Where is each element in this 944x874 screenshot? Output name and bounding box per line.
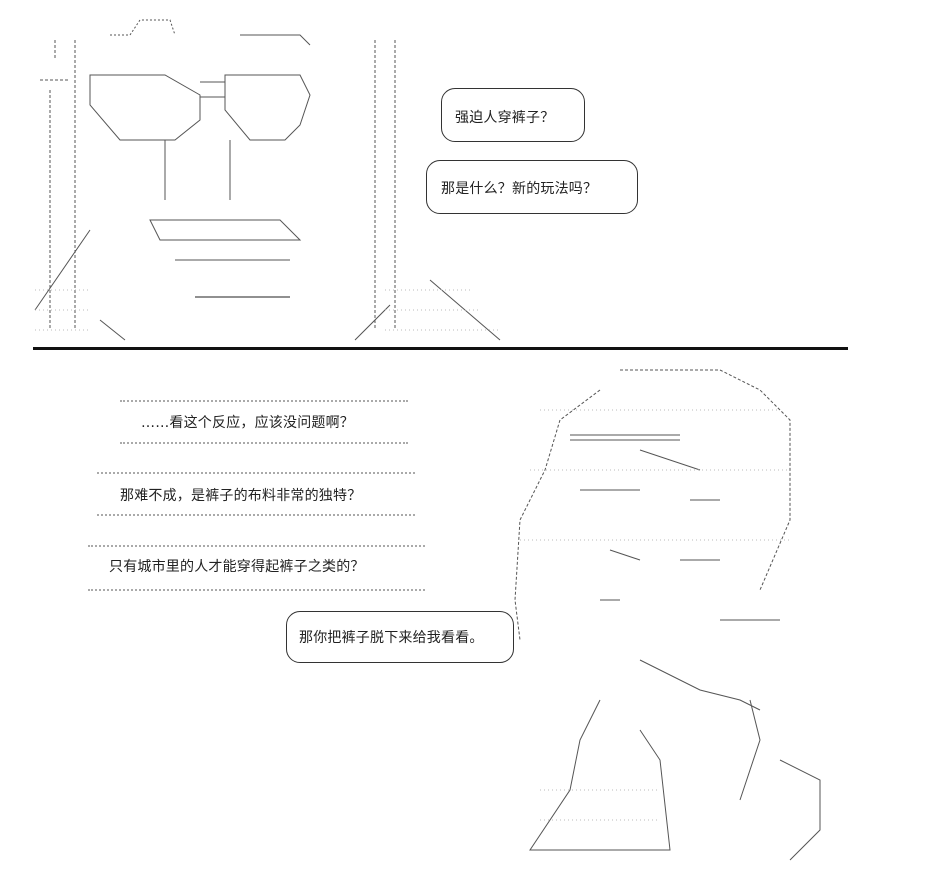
girl-figure-art: [514, 369, 821, 861]
speech-bubble-2-text: 那是什么？新的玩法吗？: [441, 181, 598, 197]
speech-bubble-1-text: 强迫人穿裤子？: [455, 110, 555, 126]
thought-box-1-text: ……看这个反应，应该没问题啊？: [141, 415, 354, 431]
thought-box-2-text: 那难不成，是裤子的布料非常的独特？: [120, 488, 362, 504]
glasses-figure-art: [34, 19, 501, 341]
panel-divider: [33, 347, 848, 350]
thought-box-3: [88, 545, 425, 591]
thought-box-3-text: 只有城市里的人才能穿得起裤子之类的？: [109, 559, 365, 575]
speech-bubble-3: [286, 611, 514, 663]
speech-bubble-1: [441, 88, 585, 142]
thought-box-1: [120, 400, 408, 444]
speech-bubble-3-text: 那你把裤子脱下来给我看看。: [299, 630, 484, 646]
thought-box-2: [97, 472, 415, 516]
speech-bubble-2: [426, 160, 638, 214]
